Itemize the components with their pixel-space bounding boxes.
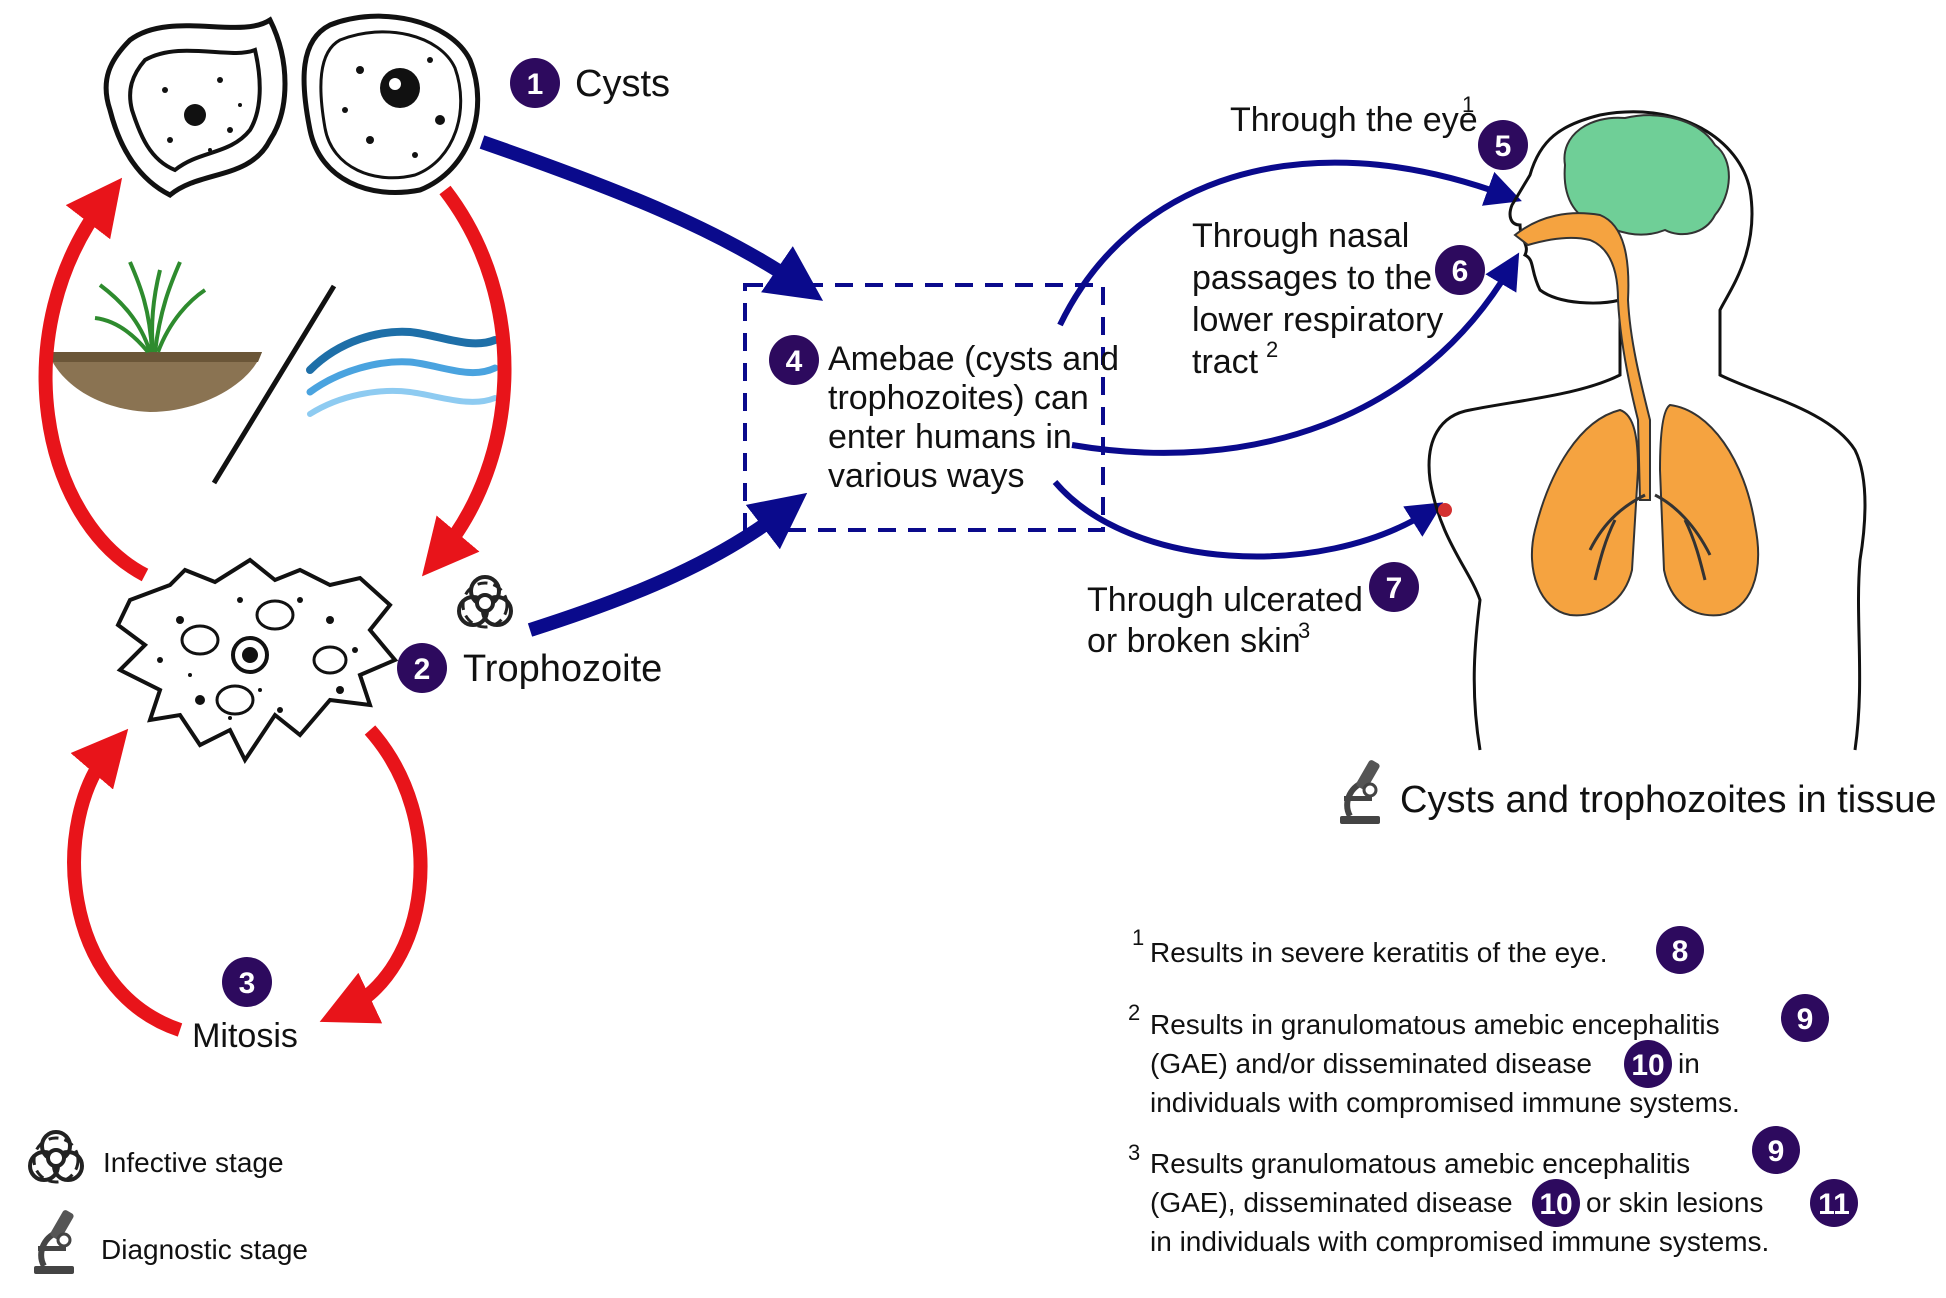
microscope-icon — [1340, 759, 1381, 824]
skin-route-sup: 3 — [1298, 618, 1310, 643]
badge-11: 11 — [1818, 1188, 1850, 1221]
route-arrows — [1052, 159, 1522, 560]
airway-icon — [1513, 212, 1651, 501]
footnote-1-sup: 1 — [1132, 925, 1144, 950]
entry-line-2: trophozoites) can — [828, 379, 1089, 417]
footnote-3-line-2b: or skin lesions — [1586, 1187, 1763, 1218]
arrow-trophozoite-to-mitosis — [319, 725, 428, 1024]
footnote-2-line-2b: in — [1678, 1048, 1700, 1079]
blue-entry-arrows — [479, 135, 824, 637]
footnote-3-sup: 3 — [1128, 1140, 1140, 1165]
stage-2-label: 2 Trophozoite — [397, 643, 662, 693]
skin-line-2: or broken skin — [1087, 622, 1301, 660]
badge-3: 3 — [239, 967, 256, 1000]
footnote-1-line-1: Results in severe keratitis of the eye. — [1150, 937, 1608, 968]
left-lung-icon — [1530, 408, 1640, 617]
soil-plant-icon — [48, 261, 262, 412]
footnote-1: 1 Results in severe keratitis of the eye… — [1132, 925, 1704, 974]
arrow-cysts-to-entry — [479, 135, 824, 301]
nasal-line-2: passages to the — [1192, 259, 1432, 297]
badge-6: 6 — [1452, 255, 1469, 288]
footnote-3-line-2: (GAE), disseminated disease — [1150, 1187, 1513, 1218]
legend-infective-label: Infective stage — [103, 1147, 284, 1178]
eye-route-sup: 1 — [1462, 92, 1474, 117]
water-waves-icon — [306, 327, 499, 417]
footnote-2-sup: 2 — [1128, 1000, 1140, 1025]
footnote-2-line-3: individuals with compromised immune syst… — [1150, 1087, 1740, 1118]
badge-10-a: 10 — [1631, 1049, 1664, 1082]
footnote-2: 2 Results in granulomatous amebic enceph… — [1128, 994, 1829, 1118]
legend-microscope-icon — [34, 1209, 75, 1274]
legend-biohazard-icon — [28, 1130, 84, 1184]
trophozoite-label: Trophozoite — [463, 648, 662, 690]
arrow-route-nasal — [1071, 252, 1520, 456]
mitosis-label: Mitosis — [192, 1017, 298, 1055]
red-cycle-arrows — [38, 177, 512, 1037]
footnote-3-line-1: Results granulomatous amebic encephaliti… — [1150, 1148, 1690, 1179]
footnote-2-line-2: (GAE) and/or disseminated disease — [1150, 1048, 1592, 1079]
arrow-trophozoite-to-cyst — [38, 177, 149, 582]
route-6-label: Through nasal passages to the lower resp… — [1192, 217, 1485, 381]
skin-lesion-icon — [1438, 503, 1452, 517]
arrow-cyst-to-trophozoite — [421, 185, 512, 577]
nasal-line-1: Through nasal — [1192, 217, 1409, 255]
right-lung-icon — [1658, 403, 1760, 617]
stage-1-label: 1 Cysts — [510, 58, 670, 108]
badge-10-b: 10 — [1539, 1188, 1572, 1221]
badge-8: 8 — [1672, 935, 1689, 968]
badge-9-a: 9 — [1797, 1003, 1814, 1036]
arrow-route-eye — [1057, 159, 1522, 327]
eye-route-label: Through the eye — [1230, 101, 1478, 139]
skin-line-1: Through ulcerated — [1087, 581, 1363, 619]
tissue-label: Cysts and trophozoites in tissue — [1400, 779, 1937, 821]
badge-9-b: 9 — [1768, 1135, 1785, 1168]
badge-2: 2 — [414, 653, 431, 686]
footnote-2-line-1: Results in granulomatous amebic encephal… — [1150, 1009, 1720, 1040]
badge-7: 7 — [1386, 572, 1403, 605]
human-body-illustration — [1427, 110, 1867, 751]
route-5-label: Through the eye 1 5 — [1230, 92, 1528, 170]
cyst-images — [103, 13, 481, 198]
nasal-line-3: lower respiratory — [1192, 301, 1443, 339]
arrow-mitosis-to-trophozoite — [67, 728, 183, 1037]
entry-line-1: Amebae (cysts and — [828, 340, 1119, 378]
badge-5: 5 — [1495, 130, 1512, 163]
route-7-label: Through ulcerated or broken skin 3 7 — [1087, 562, 1419, 660]
trophozoite-icon — [115, 557, 399, 764]
badge-1: 1 — [527, 68, 544, 101]
footnote-3: 3 Results granulomatous amebic encephali… — [1128, 1126, 1858, 1257]
cysts-label: Cysts — [575, 63, 670, 105]
divider-slash — [211, 284, 337, 485]
stage-4-label: 4 Amebae (cysts and trophozoites) can en… — [769, 335, 1119, 495]
environment-illustration — [48, 261, 499, 485]
entry-line-4: various ways — [828, 457, 1025, 495]
legend-diagnostic-label: Diagnostic stage — [101, 1234, 308, 1265]
nasal-line-4: tract — [1192, 343, 1259, 381]
cyst-icon-1 — [103, 16, 288, 198]
entry-line-3: enter humans in — [828, 418, 1072, 456]
arrow-route-skin — [1052, 480, 1444, 560]
tissue-diagnostic: Cysts and trophozoites in tissue — [1340, 759, 1937, 824]
nasal-route-sup: 2 — [1266, 337, 1278, 362]
legend: Infective stage Diagnostic stage — [28, 1130, 308, 1274]
cyst-icon-2 — [301, 13, 481, 195]
badge-4: 4 — [786, 345, 803, 378]
entry-box — [743, 283, 1105, 532]
footnote-3-line-3: in individuals with compromised immune s… — [1150, 1226, 1769, 1257]
biohazard-icon — [457, 575, 513, 629]
stage-3-label: 3 Mitosis — [192, 957, 298, 1055]
